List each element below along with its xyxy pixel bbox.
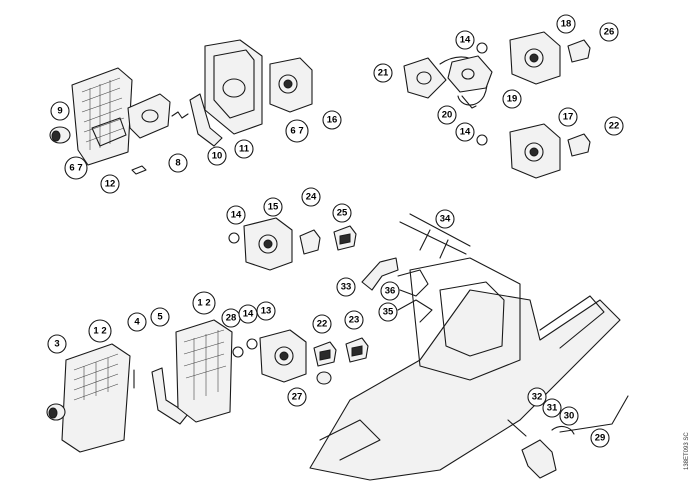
carburetor-middle [228, 217, 357, 271]
air-filter-assembly-top-left [49, 67, 171, 175]
callout-32-36: 32 [527, 387, 547, 407]
callout-label: 6 7 [69, 163, 82, 174]
callout-6-7-6: 6 7 [285, 119, 309, 143]
callout-label: 1 2 [197, 298, 210, 309]
callout-14-17: 14 [226, 205, 246, 225]
callout-label: 33 [341, 282, 352, 293]
callout-label: 16 [327, 115, 338, 126]
callout-label: 30 [564, 411, 575, 422]
callout-label: 15 [268, 202, 279, 213]
callout-26-10: 26 [599, 22, 619, 42]
callout-35-24: 35 [378, 302, 398, 322]
callout-22-16: 22 [604, 116, 624, 136]
callout-19-12: 19 [502, 89, 522, 109]
callout-label: 8 [175, 158, 180, 169]
callout-label: 12 [105, 179, 116, 190]
callout-label: 14 [243, 309, 254, 320]
callout-label: 19 [507, 94, 518, 105]
callout-14-14: 14 [455, 122, 475, 142]
callout-29-39: 29 [590, 428, 610, 448]
callout-label: 13 [261, 306, 272, 317]
callout-10-3: 10 [207, 146, 227, 166]
callout-16-7: 16 [322, 110, 342, 130]
callout-label: 4 [134, 317, 140, 328]
callout-6-7-1: 6 7 [64, 156, 88, 180]
callout-25-20: 25 [332, 203, 352, 223]
callout-label: 34 [440, 214, 451, 225]
callout-label: 32 [532, 392, 543, 403]
callout-label: 1 2 [93, 326, 106, 337]
callout-5-28: 5 [150, 307, 170, 327]
callout-21-11: 21 [373, 63, 393, 83]
callout-34-21: 34 [435, 209, 455, 229]
callout-label: 25 [337, 208, 348, 219]
callout-label: 35 [383, 307, 394, 318]
callout-28-30: 28 [221, 308, 241, 328]
callout-1-2-29: 1 2 [192, 291, 216, 315]
callout-label: 22 [317, 319, 328, 330]
callout-14-31: 14 [238, 304, 258, 324]
callout-label: 20 [442, 110, 453, 121]
callout-label: 21 [378, 68, 389, 79]
callout-label: 5 [157, 312, 163, 323]
carburetor-lower [232, 329, 369, 385]
callout-18-9: 18 [556, 14, 576, 34]
callout-label: 23 [349, 315, 360, 326]
callout-label: 24 [306, 192, 317, 203]
callout-36-23: 36 [380, 281, 400, 301]
callout-label: 14 [460, 127, 471, 138]
callout-label: 9 [57, 106, 62, 117]
callout-15-18: 15 [263, 197, 283, 217]
callout-4-27: 4 [127, 312, 147, 332]
callout-label: 11 [239, 144, 250, 155]
callout-33-22: 33 [336, 277, 356, 297]
carburetor-mount-assembly [171, 39, 313, 147]
callout-20-13: 20 [437, 105, 457, 125]
callout-8-2: 8 [168, 153, 188, 173]
callout-24-19: 24 [301, 187, 321, 207]
filter-cover-lower-left [46, 319, 233, 453]
throttle-linkage [507, 395, 629, 479]
callout-layer: 9 6 7 8 10 11 12 6 7 16 14 18 26 21 19 20 14 17 22 14 15 24… [47, 14, 624, 448]
engine-housing [309, 213, 621, 481]
callout-12-5: 12 [100, 174, 120, 194]
callout-label: 27 [292, 392, 303, 403]
callout-label: 14 [460, 35, 471, 46]
callout-label: 17 [563, 112, 574, 123]
callout-label: 22 [609, 121, 620, 132]
callout-9-0: 9 [50, 101, 70, 121]
callout-27-35: 27 [287, 387, 307, 407]
callout-3-25: 3 [47, 334, 67, 354]
callout-31-37: 31 [542, 398, 562, 418]
callout-14-8: 14 [455, 30, 475, 50]
callout-13-32: 13 [256, 301, 276, 321]
callout-label: 3 [54, 339, 59, 350]
callout-23-34: 23 [344, 310, 364, 330]
callout-label: 6 7 [290, 126, 303, 137]
callout-label: 26 [604, 27, 615, 38]
callout-label: 18 [561, 19, 572, 30]
diagram-code: 138ET093 SC [684, 432, 690, 470]
callout-label: 14 [231, 210, 242, 221]
callout-label: 28 [226, 313, 237, 324]
callout-label: 36 [385, 286, 396, 297]
callout-label: 29 [595, 433, 606, 444]
carburetor-variants-top-right [403, 31, 591, 179]
callout-17-15: 17 [558, 107, 578, 127]
callout-label: 10 [212, 151, 223, 162]
callout-30-38: 30 [559, 406, 579, 426]
callout-22-33: 22 [312, 314, 332, 334]
callout-label: 31 [547, 403, 558, 414]
callout-1-2-26: 1 2 [88, 319, 112, 343]
callout-11-4: 11 [234, 139, 254, 159]
